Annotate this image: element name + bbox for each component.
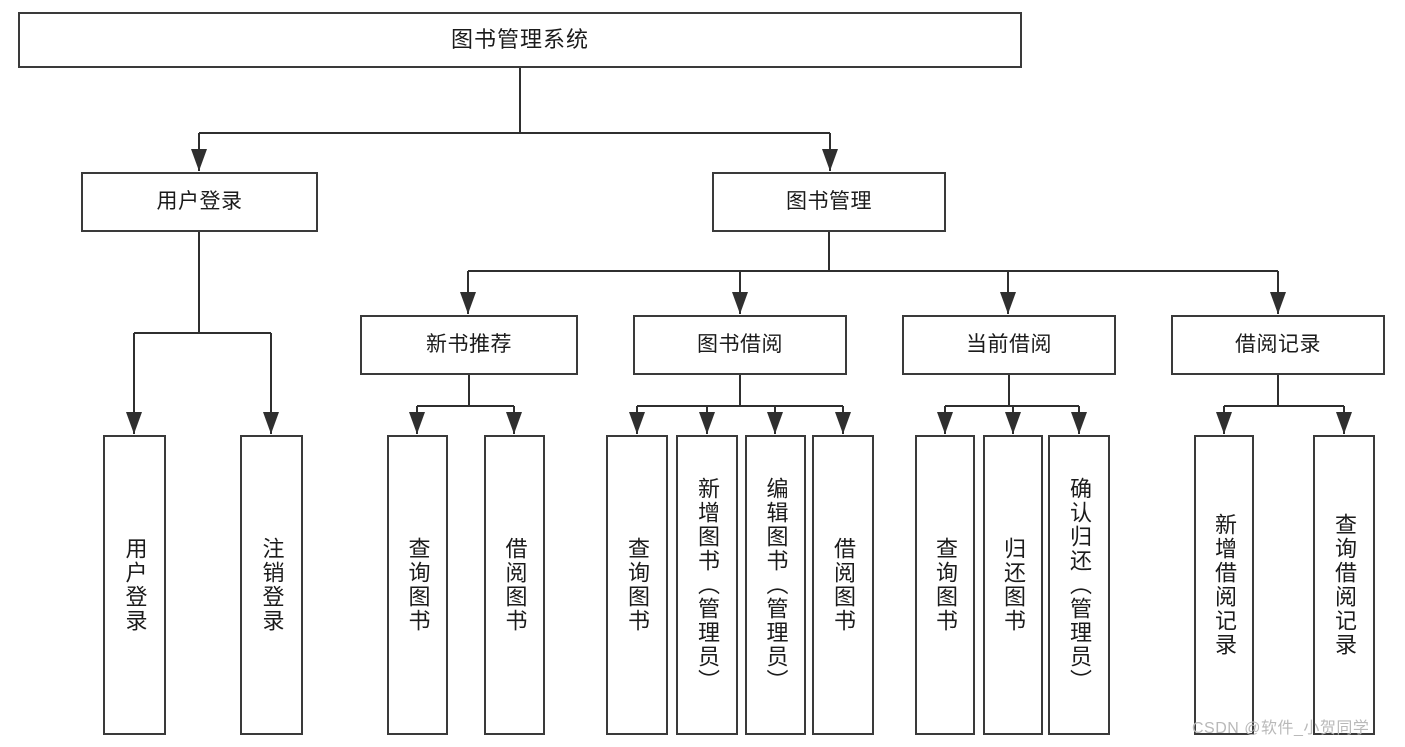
node-leaf-current-return-book[interactable]: 归还图书	[983, 435, 1043, 735]
node-leaf-recommend-borrow-book[interactable]: 借阅图书	[484, 435, 545, 735]
node-root[interactable]: 图书管理系统	[18, 12, 1022, 68]
node-leaf-recommend-query-book[interactable]: 查询图书	[387, 435, 448, 735]
node-leaf-current-query-book-label: 查询图书	[932, 537, 958, 633]
node-borrow-record[interactable]: 借阅记录	[1171, 315, 1385, 375]
node-leaf-recommend-query-book-label: 查询图书	[405, 537, 431, 633]
node-book-borrow-label: 图书借阅	[697, 333, 783, 357]
node-leaf-current-return-book-label: 归还图书	[1000, 537, 1026, 633]
node-leaf-user-login-label: 用户登录	[122, 537, 148, 633]
node-leaf-record-query[interactable]: 查询借阅记录	[1313, 435, 1375, 735]
node-current-borrow-label: 当前借阅	[966, 333, 1052, 357]
node-leaf-current-confirm-return[interactable]: 确认归还（管理员）	[1048, 435, 1110, 735]
node-book-borrow[interactable]: 图书借阅	[633, 315, 847, 375]
node-leaf-borrow-borrow-book-label: 借阅图书	[830, 537, 856, 633]
node-user-login[interactable]: 用户登录	[81, 172, 318, 232]
node-leaf-current-confirm-return-label: 确认归还（管理员）	[1066, 477, 1092, 693]
node-leaf-current-query-book[interactable]: 查询图书	[915, 435, 975, 735]
node-leaf-record-query-label: 查询借阅记录	[1331, 513, 1357, 657]
node-leaf-borrow-edit-book[interactable]: 编辑图书（管理员）	[745, 435, 806, 735]
node-book-manage-label: 图书管理	[786, 190, 872, 214]
node-borrow-record-label: 借阅记录	[1235, 333, 1321, 357]
node-current-borrow[interactable]: 当前借阅	[902, 315, 1116, 375]
node-leaf-user-login[interactable]: 用户登录	[103, 435, 166, 735]
node-new-book-recommend-label: 新书推荐	[426, 333, 512, 357]
watermark-text: CSDN @软件_小贺同学	[1192, 720, 1370, 737]
node-leaf-borrow-query-book[interactable]: 查询图书	[606, 435, 668, 735]
node-leaf-borrow-borrow-book[interactable]: 借阅图书	[812, 435, 874, 735]
node-leaf-user-logout-label: 注销登录	[259, 537, 285, 633]
node-leaf-user-logout[interactable]: 注销登录	[240, 435, 303, 735]
node-leaf-borrow-query-book-label: 查询图书	[624, 537, 650, 633]
node-leaf-borrow-edit-book-label: 编辑图书（管理员）	[763, 477, 789, 693]
node-user-login-label: 用户登录	[156, 190, 243, 214]
node-leaf-borrow-add-book[interactable]: 新增图书（管理员）	[676, 435, 738, 735]
node-root-label: 图书管理系统	[450, 27, 589, 53]
node-leaf-recommend-borrow-book-label: 借阅图书	[502, 537, 528, 633]
node-book-manage[interactable]: 图书管理	[712, 172, 946, 232]
node-leaf-borrow-add-book-label: 新增图书（管理员）	[694, 477, 720, 693]
node-leaf-record-add[interactable]: 新增借阅记录	[1194, 435, 1254, 735]
node-leaf-record-add-label: 新增借阅记录	[1211, 513, 1237, 657]
node-new-book-recommend[interactable]: 新书推荐	[360, 315, 578, 375]
